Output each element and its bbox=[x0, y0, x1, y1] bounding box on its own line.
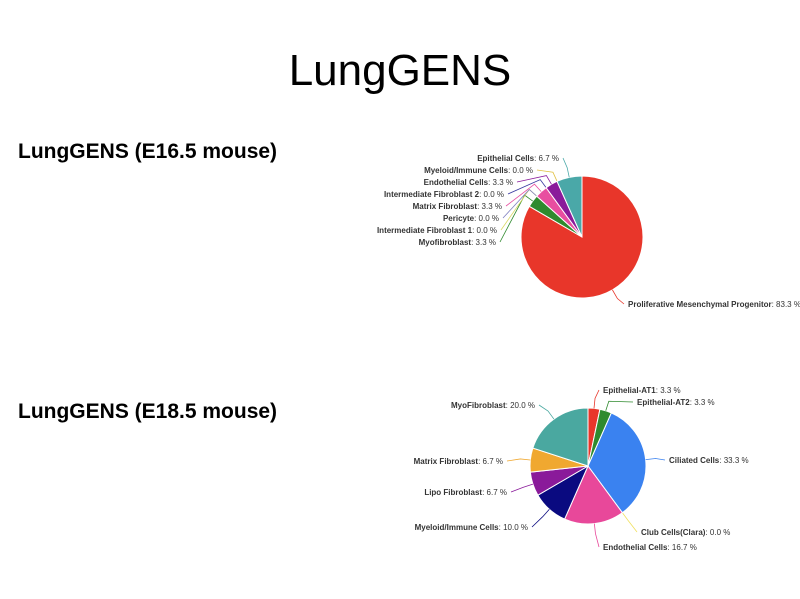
chart2-label-1: Epithelial-AT2: 3.3 % bbox=[637, 398, 715, 407]
chart2-label-0: Epithelial-AT1: 3.3 % bbox=[603, 386, 681, 395]
chart2-leader-5 bbox=[531, 508, 550, 528]
chart1-label-6: Endothelial Cells: 3.3 % bbox=[424, 178, 513, 187]
chart1-label-3: Pericyte: 0.0 % bbox=[443, 214, 499, 223]
chart1-leader-6 bbox=[516, 175, 552, 185]
chart2-slice-8 bbox=[532, 407, 589, 467]
chart1-label-8: Epithelial Cells: 6.7 % bbox=[477, 154, 559, 163]
chart1-leader-4 bbox=[505, 183, 542, 207]
chart2-label-2: Ciliated Cells: 33.3 % bbox=[669, 456, 749, 465]
chart1-label-5: Intermediate Fibroblast 2: 0.0 % bbox=[384, 190, 504, 199]
chart2-leader-6 bbox=[510, 483, 534, 493]
chart2-label-4: Endothelial Cells: 16.7 % bbox=[603, 543, 697, 552]
chart2-leader-4 bbox=[593, 523, 600, 548]
chart2-label-8: MyoFibroblast: 20.0 % bbox=[451, 401, 535, 410]
chart2-leader-2 bbox=[645, 458, 666, 461]
chart1-leader-7 bbox=[536, 169, 558, 182]
chart1-label-1: Myofibroblast: 3.3 % bbox=[419, 238, 496, 247]
chart1-leader-5 bbox=[507, 179, 547, 195]
slide-title: LungGENS bbox=[288, 46, 512, 95]
chart2-leader-3 bbox=[622, 512, 638, 533]
chart1-label-7: Myeloid/Immune Cells: 0.0 % bbox=[424, 166, 533, 175]
chart2-leader-0 bbox=[593, 389, 600, 409]
chart1-heading: LungGENS (E16.5 mouse) bbox=[18, 140, 278, 163]
chart2-label-3: Club Cells(Clara): 0.0 % bbox=[641, 528, 730, 537]
chart1-leader-3 bbox=[502, 188, 537, 219]
chart2-leader-8 bbox=[538, 404, 555, 420]
chart1-leader-0 bbox=[612, 289, 625, 305]
chart1-label-0: Proliferative Mesenchymal Progenitor: 83… bbox=[628, 300, 800, 309]
chart2-leader-1 bbox=[605, 400, 634, 411]
chart1-label-2: Intermediate Fibroblast 1: 0.0 % bbox=[377, 226, 497, 235]
chart1-leader-1 bbox=[499, 194, 533, 243]
chart1-label-4: Matrix Fibroblast: 3.3 % bbox=[413, 202, 502, 211]
chart2-heading: LungGENS (E18.5 mouse) bbox=[18, 400, 278, 423]
chart1-leader-8 bbox=[562, 157, 570, 178]
chart2-label-5: Myeloid/Immune Cells: 10.0 % bbox=[415, 523, 528, 532]
chart2-leader-7 bbox=[506, 458, 531, 462]
chart2-label-7: Matrix Fibroblast: 6.7 % bbox=[414, 457, 503, 466]
chart2-label-6: Lipo Fibroblast: 6.7 % bbox=[424, 488, 507, 497]
